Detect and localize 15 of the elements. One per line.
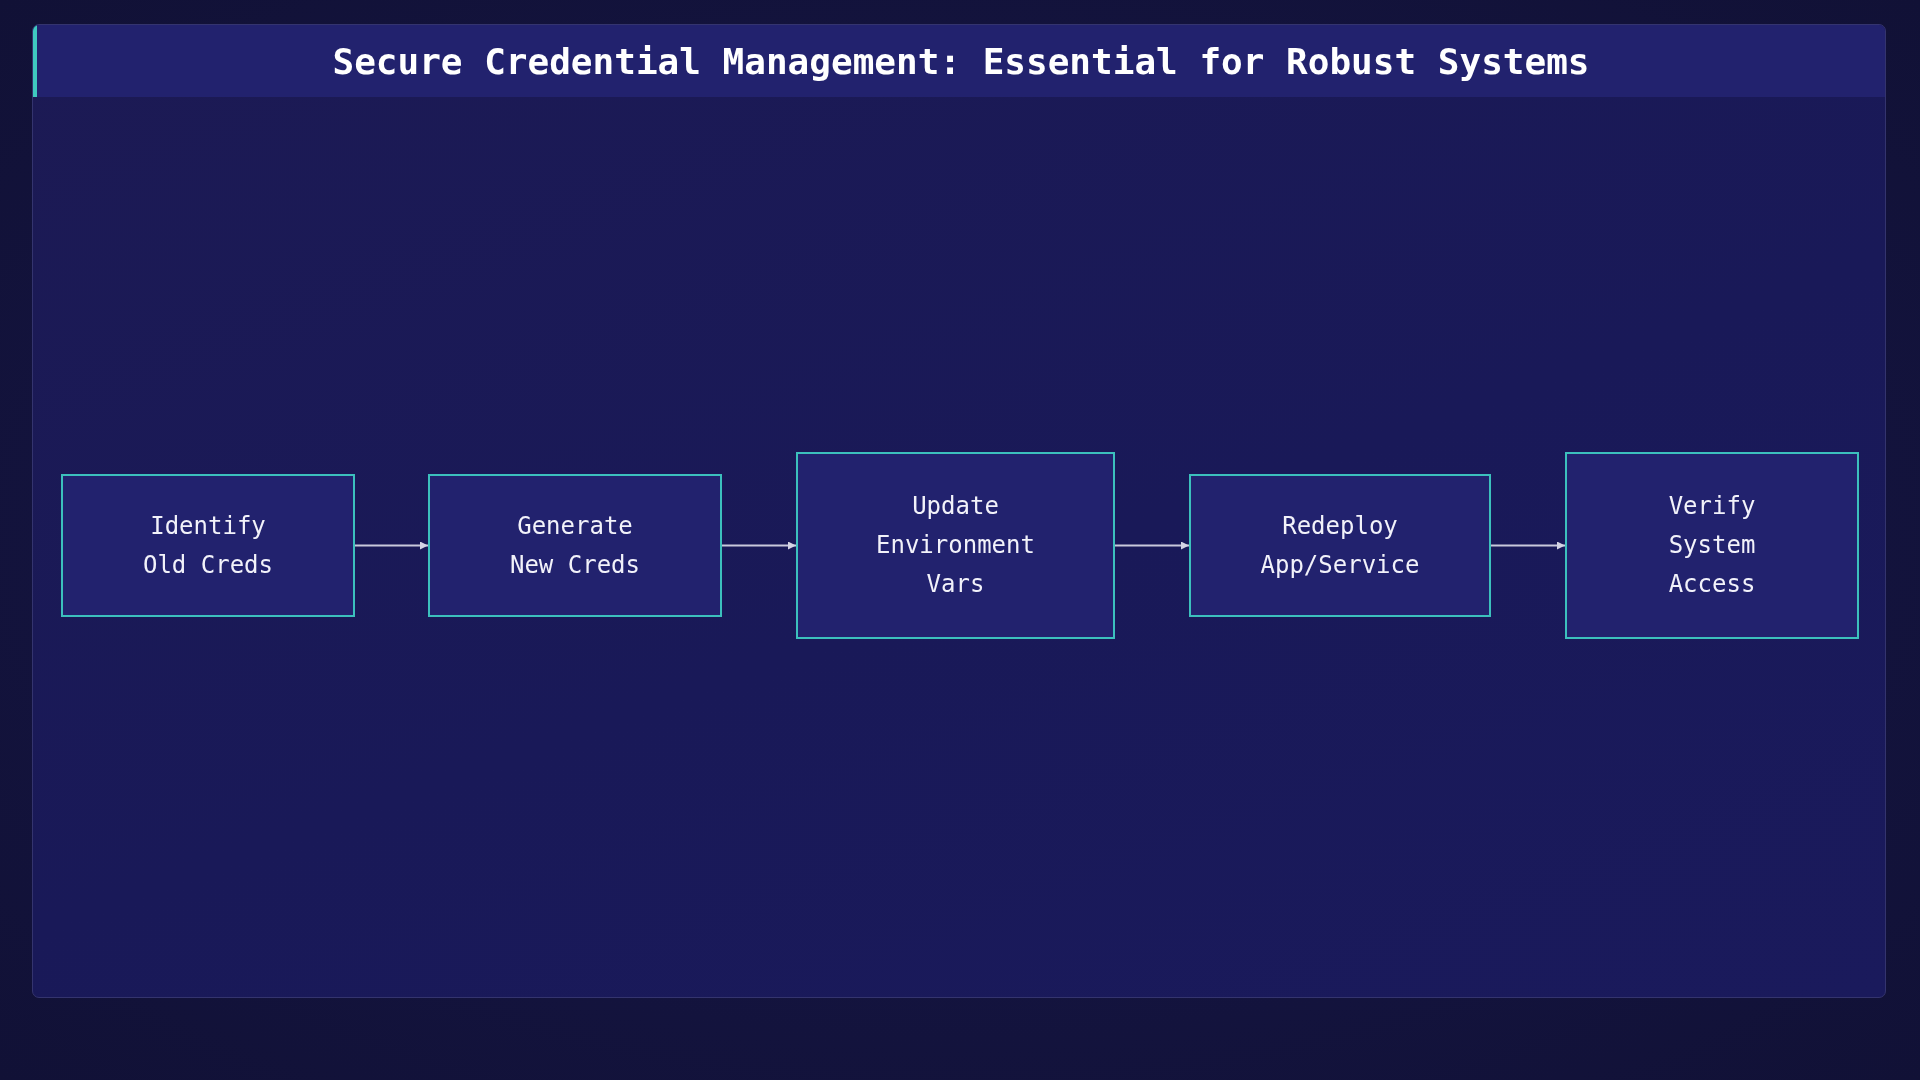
arrow — [721, 541, 797, 550]
step-label: Generate New Creds — [508, 510, 641, 581]
process-box — [61, 474, 355, 617]
arrow — [1490, 541, 1566, 550]
process-box — [796, 452, 1115, 639]
title: Secure Credential Management: Essential for Robust Systems — [331, 39, 1591, 84]
process-box — [428, 474, 722, 617]
process-box — [1189, 474, 1491, 617]
step-label: Identify Old Creds — [141, 510, 274, 581]
arrow — [1114, 541, 1190, 550]
step-label: Update Environment Vars — [875, 491, 1036, 600]
arrow — [354, 541, 429, 550]
step-label: Redeploy App/Service — [1259, 510, 1421, 581]
process-box — [1565, 452, 1859, 639]
step-label: Verify System Access — [1667, 491, 1757, 600]
